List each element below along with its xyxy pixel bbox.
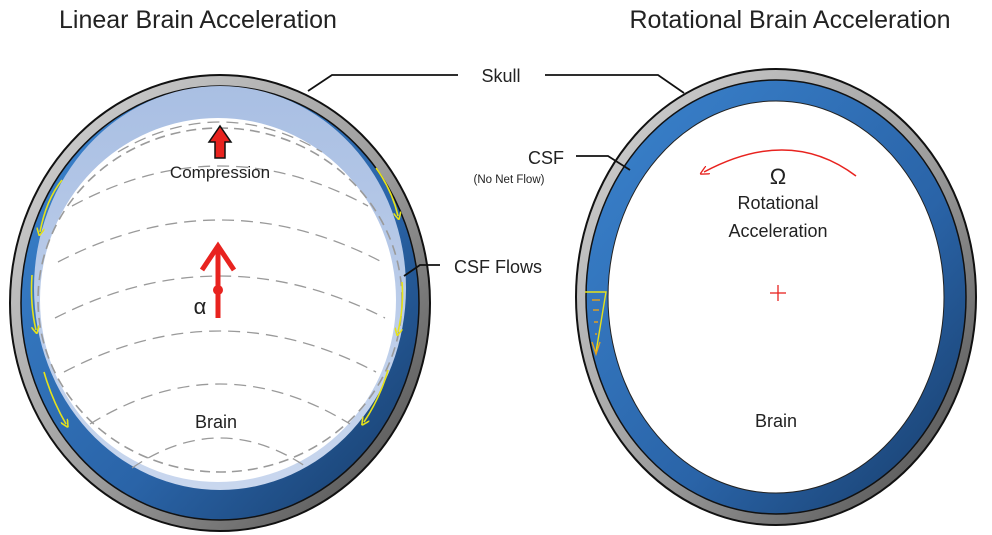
- rotation-arrow: [704, 149, 857, 177]
- rotational-panel: Rotational Brain Acceleration Ω Rotation…: [575, 6, 977, 526]
- deformation-arc: [117, 121, 323, 153]
- csf-flow-arrow: [375, 167, 398, 216]
- csf-label: CSF: [528, 148, 564, 168]
- csf-flow-arrow: [43, 371, 66, 424]
- omega-symbol: Ω: [770, 164, 786, 189]
- rotational-label-line1: Rotational: [737, 193, 818, 213]
- skull-leader-left: [307, 74, 458, 92]
- skull-label: Skull: [481, 66, 520, 86]
- deformation-arc: [63, 330, 377, 373]
- csf-no-net-flow-label: (No Net Flow): [474, 174, 545, 186]
- alpha-acceleration-arrow: [199, 241, 237, 318]
- rotation-center-mark: [770, 285, 786, 301]
- rotational-label-line2: Acceleration: [728, 221, 827, 241]
- deformation-arc: [89, 383, 351, 425]
- compression-label: Compression: [170, 163, 270, 182]
- csf-leader: [576, 155, 631, 171]
- deformation-arc: [57, 219, 383, 263]
- linear-csf-flow-arrows: [30, 167, 404, 424]
- rotational-title: Rotational Brain Acceleration: [629, 6, 950, 34]
- csf-flow-arrow: [364, 369, 389, 422]
- csf-flows-leader: [403, 264, 440, 277]
- skull-leader-right: [545, 74, 685, 94]
- csf-flow-arrow: [30, 274, 37, 330]
- csf-flow-arrow: [398, 281, 404, 332]
- compression-arrow: [207, 124, 233, 159]
- csf-velocity-profile: [585, 291, 607, 357]
- deformation-arc: [131, 437, 309, 469]
- csf-flow-arrow: [40, 179, 63, 232]
- rotational-brain: [607, 100, 945, 494]
- linear-brain-label: Brain: [195, 412, 237, 432]
- linear-panel: Linear Brain Acceleration: [9, 6, 431, 532]
- callouts: Skull CSF (No Net Flow) CSF Flows: [307, 66, 685, 277]
- deformation-arc: [71, 165, 369, 207]
- csf-flows-label: CSF Flows: [454, 257, 542, 277]
- alpha-symbol: α: [194, 294, 207, 319]
- rotational-brain-label: Brain: [755, 411, 797, 431]
- linear-title: Linear Brain Acceleration: [59, 6, 337, 34]
